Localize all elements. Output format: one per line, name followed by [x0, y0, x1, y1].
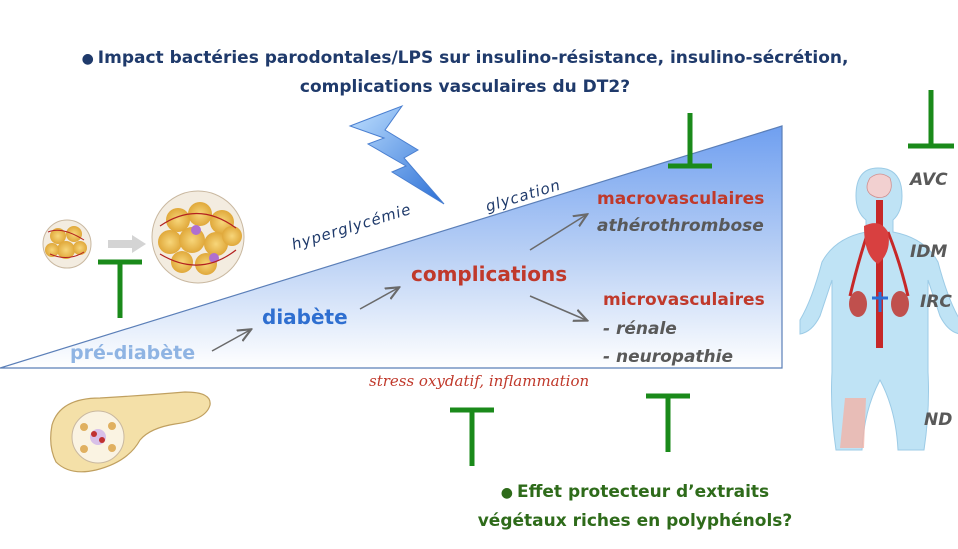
- bottom-question-line1: ●Effet protecteur d’extraits: [420, 478, 850, 507]
- growth-arrow-icon: [108, 235, 146, 253]
- bottom-question-line2: végétaux riches en polyphénols?: [477, 511, 793, 531]
- macro-item: athérothrombose: [597, 216, 764, 236]
- inhibition-icon-bottom-right: [646, 393, 690, 452]
- lightning-bolt-icon: [348, 104, 445, 205]
- disease-progression-wedge: [0, 125, 783, 369]
- top-question-line2: complications vasculaires du DT2?: [299, 77, 631, 97]
- top-question-line1: ●Impact bactéries parodontales/LPS sur i…: [0, 44, 930, 73]
- stage-prediabete: pré-diabète: [70, 342, 196, 364]
- bullet-icon: ●: [500, 485, 514, 501]
- stage-complications: complications: [411, 262, 568, 286]
- inhibition-icon-bottom-left: [450, 407, 494, 466]
- bullet-icon: ●: [81, 51, 94, 67]
- inhibition-icon-islet: [98, 259, 142, 318]
- inhibition-icon-right: [908, 90, 954, 149]
- inhibition-icon-top-wedge: [668, 113, 712, 169]
- label-stress: stress oxydatif, inflammation: [369, 372, 590, 390]
- micro-item-neuropathie: - neuropathie: [603, 347, 733, 367]
- label-avc: AVC: [910, 170, 948, 190]
- bottom-question-text-1: Effet protecteur d’extraits: [517, 482, 770, 502]
- label-nd: ND: [924, 410, 953, 430]
- arrow-prediabete-diabete: [211, 330, 250, 352]
- label-irc: IRC: [920, 292, 952, 312]
- top-question-text-1: Impact bactéries parodontales/LPS sur in…: [97, 48, 849, 68]
- top-question: ●Impact bactéries parodontales/LPS sur i…: [0, 44, 930, 101]
- macro-title: macrovasculaires: [597, 189, 765, 209]
- arrow-to-micro: [529, 295, 586, 320]
- micro-item-renale: - rénale: [603, 319, 677, 339]
- bottom-question: ●Effet protecteur d’extraits végétaux ri…: [420, 478, 850, 535]
- stage-diabete: diabète: [262, 305, 348, 329]
- small-islet-icon: [42, 219, 92, 269]
- human-body-icon: [799, 167, 958, 451]
- large-islet-icon: [151, 190, 245, 284]
- arrow-to-macro: [529, 215, 586, 251]
- label-idm: IDM: [910, 242, 948, 262]
- pancreas-icon: [50, 391, 211, 473]
- micro-title: microvasculaires: [603, 290, 765, 310]
- arrow-diabete-complications: [359, 288, 398, 310]
